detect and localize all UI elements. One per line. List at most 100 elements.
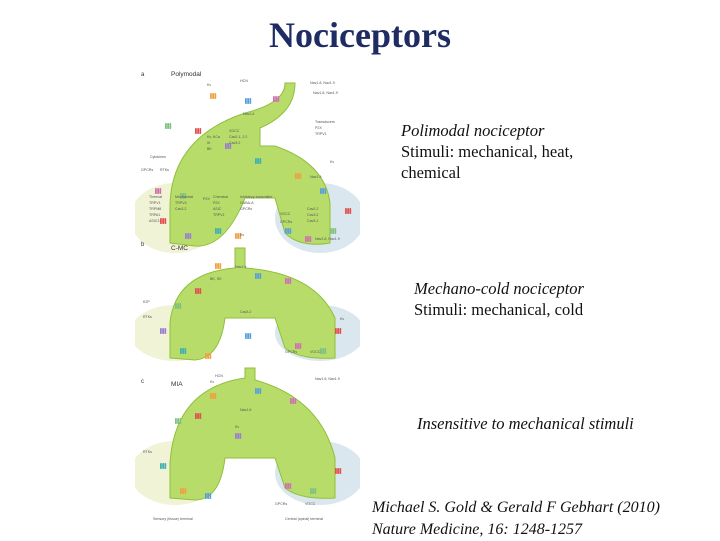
channel-label: Inhibitory transmitter <box>240 195 273 199</box>
channel-label: Nav1.8, Nav1.9 <box>315 237 340 241</box>
channel-label: Kv <box>210 380 214 384</box>
channel-label: Nav1.8, Nav1.9 <box>315 377 340 381</box>
ion-channel-icon <box>255 388 262 394</box>
channel-label: Cav3.2 <box>229 141 240 145</box>
channel-label: P2X <box>315 126 322 130</box>
ion-channel-icon <box>245 333 252 339</box>
channel-label: BK <box>207 147 212 151</box>
channel-label: RTKs <box>160 168 169 172</box>
panel-c-neuron <box>169 367 336 501</box>
channel-label: TRPV1 <box>149 201 161 205</box>
channel-label: Thermal <box>149 195 162 199</box>
ion-channel-icon <box>295 343 302 349</box>
caption-mia-title: Insensitive to mechanical stimuli <box>417 414 634 433</box>
ion-channel-icon <box>273 96 280 102</box>
panel-c-channels <box>160 388 342 499</box>
ion-channel-icon <box>195 128 202 134</box>
channel-label: Kv <box>235 425 239 429</box>
caption-mechano-cold: Mechano-cold nociceptor Stimuli: mechani… <box>414 278 584 320</box>
channel-label: Cav3.2 <box>240 310 251 314</box>
ion-channel-icon <box>285 483 292 489</box>
ion-channel-icon <box>285 228 292 234</box>
ion-channel-icon <box>180 193 187 199</box>
ion-channel-icon <box>180 488 187 494</box>
panel-a-neuron <box>169 82 331 247</box>
panel-c-name: MIA <box>171 381 183 388</box>
ion-channel-icon <box>310 488 317 494</box>
ion-channel-icon <box>210 393 217 399</box>
panel-a-letter: a <box>141 72 145 78</box>
panel-b-channels <box>160 263 342 359</box>
channel-label: Kv, KCa <box>207 135 220 139</box>
ion-channel-icon <box>345 208 352 214</box>
panel-a-name: Polymodal <box>171 71 202 78</box>
channel-label: GPCRs <box>280 220 292 224</box>
ion-channel-icon <box>215 228 222 234</box>
ion-channel-icon <box>205 353 212 359</box>
channel-label: Nav1.9 <box>310 175 321 179</box>
ion-channel-icon <box>245 98 252 104</box>
channel-label: Nav1.6 <box>235 265 246 269</box>
panel-b-name: C-MC <box>171 245 188 252</box>
ion-channel-icon <box>160 328 167 334</box>
ion-channel-icon <box>335 328 342 334</box>
ion-channel-icon <box>210 93 217 99</box>
channel-label: RTKs <box>143 315 152 319</box>
channel-label: Cav2.2 <box>307 207 318 211</box>
terminal-right-label: Central (spinal) terminal <box>285 517 323 521</box>
channel-label: Cav2.1, 2.2 <box>229 135 247 139</box>
ion-channel-icon <box>285 278 292 284</box>
ion-channel-icon <box>165 123 172 129</box>
channel-label: GABA-A <box>240 201 254 205</box>
channel-label: Nav1.6 <box>240 408 251 412</box>
panel-a-channels <box>155 93 352 242</box>
caption-polymodal-title: Polimodal nociceptor <box>401 121 545 140</box>
channel-label: Kv <box>340 317 344 321</box>
ion-channel-icon <box>320 348 327 354</box>
ion-channel-icon <box>330 228 337 234</box>
ion-channel-icon <box>185 233 192 239</box>
caption-polymodal-stimuli: Stimuli: mechanical, heat, chemical <box>401 142 574 182</box>
channel-label: VGCC <box>280 212 291 216</box>
channel-label: P2X <box>203 197 210 201</box>
panel-b-neuron <box>169 247 336 361</box>
ion-channel-icon <box>255 158 262 164</box>
channel-label: GPCRs <box>285 350 297 354</box>
terminal-left-label: Sensory (tissue) terminal <box>153 517 193 521</box>
channel-label: TRPV1 <box>315 132 327 136</box>
channel-label: BK, SK <box>210 277 222 281</box>
caption-mia: Insensitive to mechanical stimuli <box>417 413 634 434</box>
citation: Michael S. Gold & Gerald F Gebhart (2010… <box>372 497 660 541</box>
channel-label: Transducers <box>315 120 335 124</box>
ion-channel-icon <box>160 218 167 224</box>
channel-label: Kv <box>330 160 334 164</box>
channel-label: VGCC <box>229 129 240 133</box>
channel-label: GPCRs <box>240 207 252 211</box>
channel-label: HCN <box>215 374 223 378</box>
channel-label: Cav3.2 <box>307 213 318 217</box>
channel-label: Cav3.1 <box>307 219 318 223</box>
channel-label: VGCC <box>310 350 321 354</box>
channel-label: GPCRs <box>141 168 153 172</box>
ion-channel-icon <box>175 418 182 424</box>
channel-label: Nav1.8, Nav1.9 <box>313 91 338 95</box>
ion-channel-icon <box>290 398 297 404</box>
ion-channel-icon <box>180 348 187 354</box>
panel-c-letter: c <box>141 379 144 385</box>
ion-channel-icon <box>320 188 327 194</box>
citation-authors: Michael S. Gold & Gerald F Gebhart (2010… <box>372 499 660 516</box>
caption-polymodal: Polimodal nociceptor Stimuli: mechanical… <box>401 120 631 183</box>
ion-channel-icon <box>175 303 182 309</box>
ion-channel-icon <box>205 493 212 499</box>
caption-mechano-cold-stimuli: Stimuli: mechanical, cold <box>414 300 584 319</box>
channel-label: VGCC <box>305 502 316 506</box>
channel-label: Nav1.8, Nav1.9 <box>310 81 335 85</box>
ion-channel-icon <box>215 263 222 269</box>
channel-label: TRPV1 <box>213 213 225 217</box>
